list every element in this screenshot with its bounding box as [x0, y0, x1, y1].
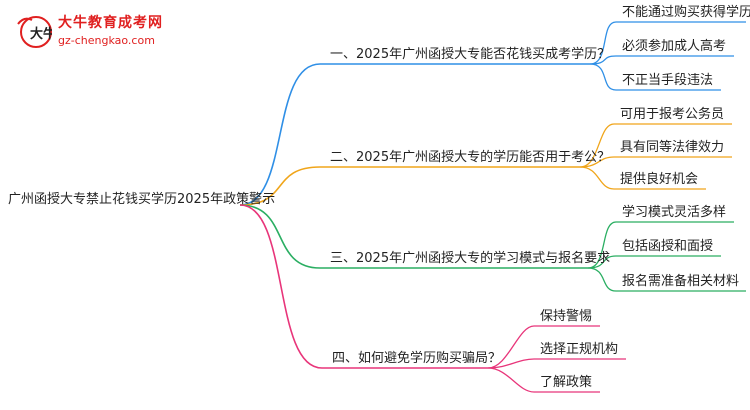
leaf-label-2-3: 提供良好机会: [620, 172, 699, 187]
leaf-connector-3-2: [587, 255, 721, 269]
branch-label-3: 三、2025年广州函授大专的学习模式与报名要求: [330, 251, 611, 266]
leaf-label-4-3: 了解政策: [540, 375, 593, 390]
leaf-connector-1-1: [589, 21, 746, 65]
root-node-label: 广州函授大专禁止花钱买学历2025年政策警示: [8, 192, 276, 207]
leaf-connector-1-2: [589, 55, 734, 65]
leaf-connector-2-2: [579, 156, 732, 168]
leaf-label-3-2: 包括函授和面授: [622, 239, 714, 254]
leaf-label-2-1: 可用于报考公务员: [620, 107, 725, 122]
logo-title: 大牛教育成考网: [58, 15, 163, 31]
branch-connector-1: [239, 63, 590, 206]
leaf-label-1-3: 不正当手段违法: [622, 73, 714, 88]
leaf-connector-4-2: [487, 358, 626, 369]
leaf-connector-2-1: [579, 123, 732, 168]
branch-connector-3: [239, 204, 588, 269]
leaf-label-3-3: 报名需准备相关材料: [622, 274, 740, 289]
leaf-label-4-1: 保持警惕: [540, 309, 593, 324]
bull-logo-icon: 大牛: [17, 16, 52, 48]
leaf-label-1-1: 不能通过购买获得学历: [622, 5, 750, 20]
leaf-connector-3-3: [587, 267, 746, 292]
leaf-label-1-2: 必须参加成人高考: [622, 39, 727, 54]
leaf-connector-3-1: [587, 221, 734, 269]
branch-connector-4: [239, 204, 488, 369]
branch-connector-2: [239, 166, 580, 206]
leaf-connector-4-1: [487, 325, 600, 369]
branch-label-4: 四、如何避免学历购买骗局？: [332, 351, 502, 366]
svg-text:大牛: 大牛: [30, 26, 52, 42]
site-logo: 大牛 大牛教育成考网 gz-chengkao.com: [6, 6, 196, 52]
leaf-connector-4-3: [487, 367, 600, 393]
leaf-label-4-2: 选择正规机构: [540, 342, 619, 357]
leaf-connector-1-3: [589, 63, 721, 91]
branch-label-2: 二、2025年广州函授大专的学历能否用于考公？: [330, 150, 611, 165]
leaf-connector-2-3: [579, 166, 706, 190]
logo-url: gz-chengkao.com: [58, 34, 155, 47]
leaf-label-2-2: 具有同等法律效力: [620, 140, 725, 155]
leaf-label-3-1: 学习模式灵活多样: [622, 205, 727, 220]
branch-label-1: 一、2025年广州函授大专能否花钱买成考学历？: [330, 47, 611, 62]
